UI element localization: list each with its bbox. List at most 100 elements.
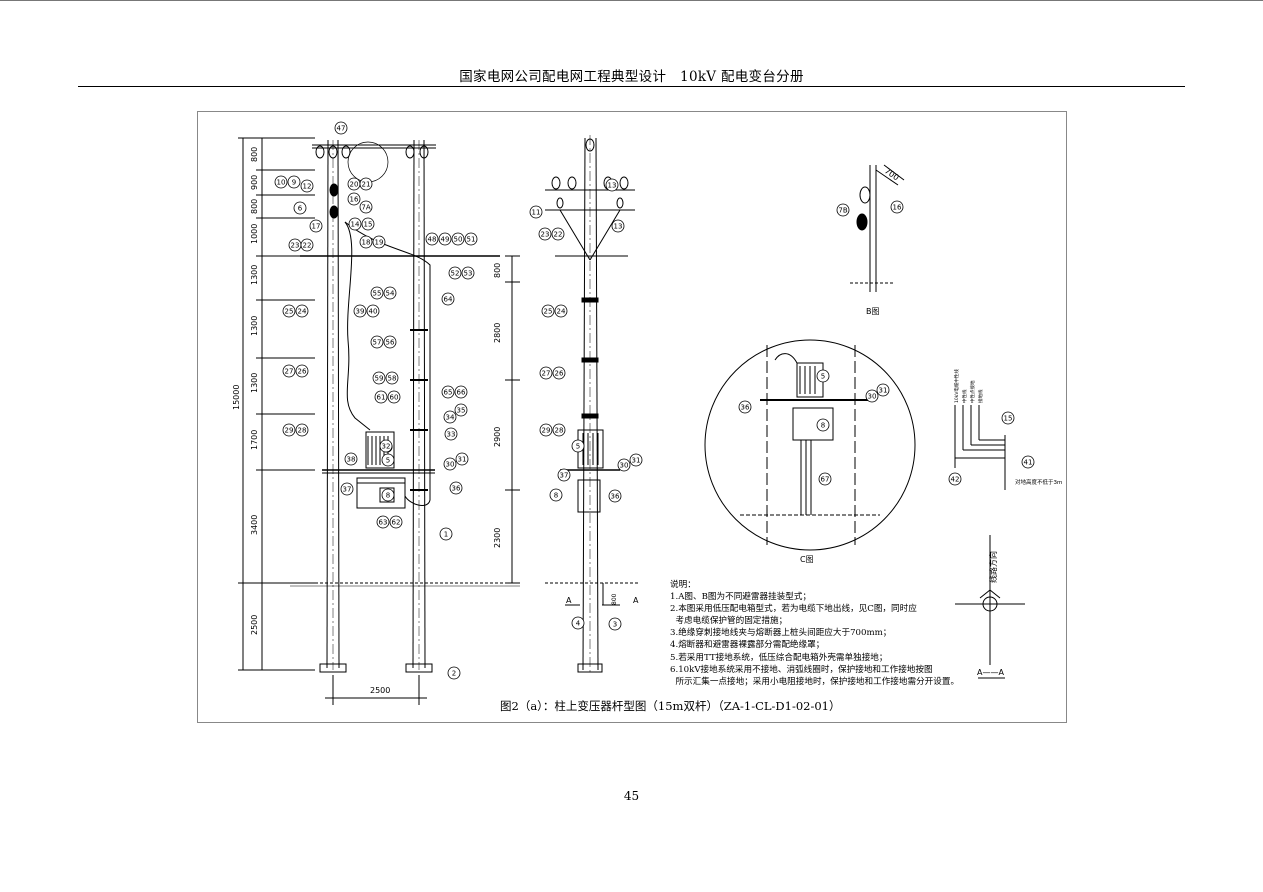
callout-number: 56	[386, 339, 395, 347]
callout-number: 21	[362, 181, 371, 189]
callout-front-right-53: 53	[461, 266, 475, 280]
callout-front-right-58: 58	[385, 371, 399, 385]
callout-number: 2	[452, 670, 456, 678]
callout-legend-box-42: 42	[948, 472, 962, 486]
dim-right-3: 2900	[493, 427, 502, 447]
callout-number: 7A	[361, 204, 370, 212]
top-insulators	[315, 145, 429, 219]
view-b	[850, 164, 905, 292]
dim-seg-3: 800	[250, 199, 259, 214]
callout-number: 30	[446, 461, 455, 469]
callout-front-left-29: 29	[282, 423, 296, 437]
distribution-box-front	[356, 477, 406, 509]
notes-title: 说明：	[670, 580, 696, 590]
callout-front-right-64: 64	[441, 292, 455, 306]
callout-front-right-39: 39	[353, 304, 367, 318]
callout-number: 1	[444, 531, 448, 539]
view-b-label: B图	[866, 307, 880, 316]
callout-view-b-16: 16	[890, 200, 904, 214]
callout-front-mid-7A: 7A	[359, 200, 373, 214]
callout-number: 48	[428, 236, 437, 244]
dim-embed: 800	[611, 593, 618, 605]
callout-front-left-12: 12	[300, 179, 314, 193]
section-a-a	[955, 535, 1025, 679]
callout-front-mid-21: 21	[359, 177, 373, 191]
callout-front-left-6: 6	[293, 201, 307, 215]
callout-number: 32	[382, 443, 391, 451]
callout-number: 27	[542, 370, 551, 378]
callout-front-mid-14: 14	[348, 217, 362, 231]
callout-front-right-56: 56	[383, 335, 397, 349]
callout-number: 8	[386, 492, 390, 500]
callout-number: 50	[454, 236, 463, 244]
callout-front-right-65: 65	[441, 385, 455, 399]
legend-line-1: 10kV电缆中性线	[953, 369, 960, 403]
callout-front-right-30: 30	[443, 457, 457, 471]
callout-number: 3	[613, 621, 617, 629]
callout-side-view-24: 24	[554, 304, 568, 318]
dim-seg-10: 2500	[250, 615, 259, 635]
callout-front-right-49: 49	[438, 232, 452, 246]
callout-number: 31	[632, 457, 641, 465]
callout-number: 5	[386, 457, 390, 465]
callout-front-left-28: 28	[295, 423, 309, 437]
callout-number: 17	[312, 223, 321, 231]
callout-number: 39	[356, 308, 365, 316]
callout-front-right-52: 52	[448, 266, 462, 280]
callout-front-right-60: 60	[387, 390, 401, 404]
callout-number: 8	[821, 422, 825, 430]
callout-front-right-33: 33	[444, 427, 458, 441]
callout-view-c-31: 31	[876, 383, 890, 397]
dim-seg-2: 900	[250, 175, 259, 190]
callout-front-left-25: 25	[282, 304, 296, 318]
callout-side-view-30: 30	[617, 458, 631, 472]
callout-number: 5	[821, 373, 825, 381]
dim-seg-4: 1000	[250, 224, 259, 244]
callout-side-view-26: 26	[552, 366, 566, 380]
callout-number: 36	[611, 493, 620, 501]
callout-front-left-10: 10	[274, 175, 288, 189]
callout-side-view-4: 4	[571, 616, 585, 630]
callout-side-view-27: 27	[539, 366, 553, 380]
callout-view-b-7B: 7B	[836, 203, 850, 217]
callout-number: 30	[620, 462, 629, 470]
dim-span: 2500	[370, 686, 390, 695]
callout-side-view-23: 23	[538, 227, 552, 241]
callout-front-right-59: 59	[372, 371, 386, 385]
callout-front-left-23: 23	[288, 238, 302, 252]
callout-number: 63	[379, 519, 388, 527]
callout-number: 31	[458, 456, 467, 464]
callout-front-right-54: 54	[383, 286, 397, 300]
callout-front-mid-15: 15	[361, 217, 375, 231]
callout-number: 26	[298, 368, 307, 376]
callout-number: 15	[364, 221, 373, 229]
dim-right-4: 2300	[493, 528, 502, 548]
note-item-4: 3.绝缘穿刺接地线夹与熔断器上桩头间距应大于700mm；	[670, 628, 892, 639]
callout-number: 62	[392, 519, 401, 527]
callout-front-mid-5: 5	[381, 453, 395, 467]
callout-number: 36	[452, 485, 461, 493]
dim-seg-6: 1300	[250, 316, 259, 336]
pole-right	[405, 139, 433, 673]
callout-number: 28	[555, 427, 564, 435]
dim-total-height: 15000	[232, 385, 241, 410]
callout-number: 59	[375, 375, 384, 383]
callout-number: 19	[375, 239, 384, 247]
callout-number: 30	[868, 393, 877, 401]
dim-seg-9: 3400	[250, 515, 259, 535]
callout-front-left-22: 22	[300, 238, 314, 252]
callout-side-view-11: 11	[529, 205, 543, 219]
left-dimension-chain	[238, 137, 315, 671]
callout-front-left-9: 9	[287, 175, 301, 189]
callout-front-right-51: 51	[464, 232, 478, 246]
note-item-1: 1.A图、B图为不同避雷器挂装型式；	[670, 592, 812, 603]
page-number: 45	[623, 789, 640, 803]
callout-front-right-66: 66	[454, 385, 468, 399]
callout-number: 51	[467, 236, 476, 244]
callout-number: 6	[298, 205, 303, 213]
callout-number: 33	[447, 431, 456, 439]
callout-side-view-31: 31	[629, 453, 643, 467]
callout-front-right-35: 35	[454, 403, 468, 417]
callout-number: 10	[277, 179, 286, 187]
